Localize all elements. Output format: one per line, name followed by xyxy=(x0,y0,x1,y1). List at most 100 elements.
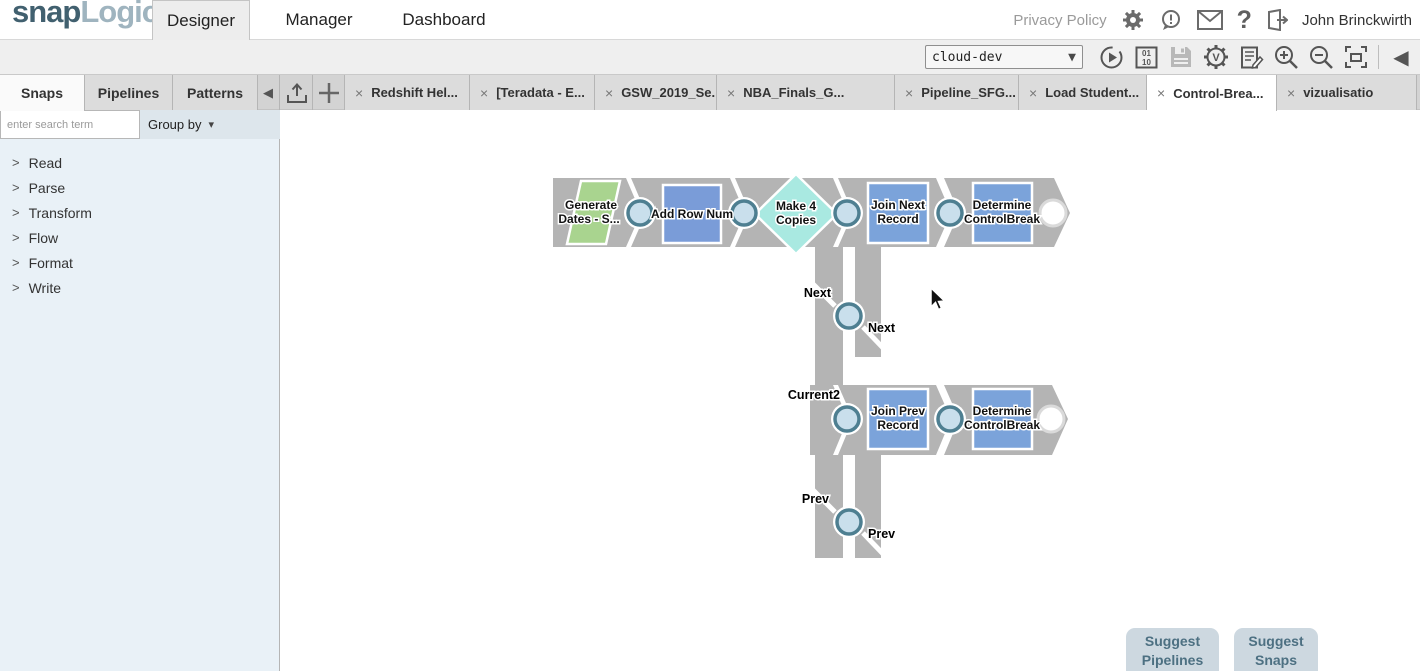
close-icon[interactable]: × xyxy=(1157,85,1166,101)
connector-circle[interactable] xyxy=(626,199,654,227)
search-input[interactable] xyxy=(0,110,140,139)
snap-determine-controlbreak-bottom[interactable] xyxy=(971,387,1034,451)
connector-circle-current2[interactable] xyxy=(833,405,861,433)
sidebar-tab-patterns[interactable]: Patterns xyxy=(173,75,258,110)
sidebar-item-write[interactable]: > Write xyxy=(0,275,280,300)
connector-circle[interactable] xyxy=(833,199,861,227)
sidebar-tab-strip: Snaps Pipelines Patterns ◀ xyxy=(0,75,280,111)
suggest-pipelines-button[interactable]: Suggest Pipelines xyxy=(1126,628,1219,671)
group-by-dropdown[interactable]: Group by ▾ xyxy=(140,110,214,139)
mail-icon[interactable] xyxy=(1196,10,1223,30)
close-icon[interactable]: × xyxy=(1029,84,1038,101)
chevron-right-icon: > xyxy=(12,180,20,195)
snap-add-row-num[interactable] xyxy=(661,183,723,245)
snap-determine-controlbreak-top[interactable] xyxy=(971,181,1034,245)
flow-band-segment xyxy=(810,385,848,455)
snap-label: Copies xyxy=(776,213,816,227)
pipeline-tab[interactable]: × Pipeline_SFG... xyxy=(895,75,1019,110)
suggest-snaps-line2: Snaps xyxy=(1254,652,1297,668)
snap-label: ControlBreak xyxy=(964,212,1040,226)
zoom-in-icon[interactable] xyxy=(1273,44,1299,70)
gear-icon[interactable] xyxy=(1121,8,1145,32)
nav-tab-manager[interactable]: Manager xyxy=(285,10,353,29)
connector-circle[interactable] xyxy=(936,405,964,433)
user-name[interactable]: John Brinckwirth xyxy=(1301,11,1412,29)
pipeline-tab[interactable]: × Redshift Hel... xyxy=(345,75,470,110)
help-icon[interactable]: ? xyxy=(1236,5,1252,34)
category-label: Write xyxy=(28,279,62,296)
sidebar-item-flow[interactable]: >Flow xyxy=(0,225,280,250)
suggest-snaps-button[interactable]: Suggest Snaps xyxy=(1234,628,1318,671)
pipeline-tab-label: [Teradata - E... xyxy=(496,85,585,100)
logo-part1: snap xyxy=(12,0,81,29)
snap-make-4-copies[interactable] xyxy=(753,172,839,256)
validate-icon-letter: V xyxy=(1212,52,1220,64)
nav-tab-designer[interactable]: Designer xyxy=(152,0,250,40)
snaplex-selector[interactable]: cloud-dev ▼ xyxy=(925,45,1083,69)
close-icon[interactable]: × xyxy=(905,84,914,101)
sidebar-item-format[interactable]: >Format xyxy=(0,250,280,275)
pipeline-diagram: Generate Dates - S... Add Row Num Make 4… xyxy=(553,172,1070,559)
sidebar-collapse-icon[interactable]: ◀ xyxy=(263,84,273,100)
save-icon[interactable] xyxy=(1168,44,1194,70)
category-label: Parse xyxy=(28,179,66,196)
nav-tab-dashboard[interactable]: Dashboard xyxy=(402,10,486,29)
collapse-right-icon[interactable]: ◀ xyxy=(1393,46,1409,69)
snap-category-list: >Read > Parse >Transform >Flow >Format > W… xyxy=(0,150,280,300)
pipeline-tab-label: Pipeline_SFG... xyxy=(921,85,1016,100)
chevron-right-icon: > xyxy=(12,255,20,270)
sidebar-tab-pipelines[interactable]: Pipelines xyxy=(85,75,173,110)
chevron-down-icon: ▼ xyxy=(1068,49,1076,65)
open-output-circle[interactable] xyxy=(1038,198,1068,228)
import-pipeline-icon[interactable] xyxy=(281,75,313,110)
sidebar-item-parse[interactable]: > Parse xyxy=(0,175,280,200)
close-icon[interactable]: × xyxy=(355,84,364,101)
close-icon[interactable]: × xyxy=(605,84,614,101)
pipeline-tab[interactable]: × NBA_Finals_G... xyxy=(717,75,895,110)
open-output-circle[interactable] xyxy=(1036,404,1066,434)
logout-icon[interactable] xyxy=(1266,9,1288,31)
snap-generate-dates[interactable] xyxy=(565,179,622,246)
snap-join-prev-record[interactable] xyxy=(866,387,930,451)
connector-circle[interactable] xyxy=(936,199,964,227)
pipeline-tab-active[interactable]: ×Control-Brea... xyxy=(1147,75,1277,111)
connector-circle-prev[interactable] xyxy=(835,508,863,536)
sidebar-tab-snaps[interactable]: Snaps xyxy=(0,75,85,111)
new-pipeline-icon[interactable] xyxy=(313,75,345,110)
tab-strip-row: Snaps Pipelines Patterns ◀ × Redshift Hel… xyxy=(0,75,1420,111)
connector-circle-next[interactable] xyxy=(835,302,863,330)
flow-band-vertical xyxy=(855,455,881,558)
fit-view-icon[interactable] xyxy=(1343,44,1369,70)
notification-icon[interactable] xyxy=(1159,8,1183,32)
zoom-out-icon[interactable] xyxy=(1308,44,1334,70)
validate-icon[interactable]: V xyxy=(1203,44,1229,70)
header-right: Privacy Policy ? John Brinckwirth xyxy=(1013,0,1412,40)
suggest-snaps-line1: Suggest xyxy=(1248,633,1304,649)
pipeline-tab[interactable]: ×GSW_2019_Se... xyxy=(595,75,717,110)
close-icon[interactable]: × xyxy=(1287,84,1296,101)
snap-join-next-record[interactable] xyxy=(866,181,930,245)
close-icon[interactable]: × xyxy=(727,84,736,101)
pipeline-tab[interactable]: ×vizualisatio xyxy=(1277,75,1417,110)
pipeline-tab-label: Redshift Hel... xyxy=(371,85,458,100)
pipeline-tab-label: NBA_Finals_G... xyxy=(743,85,845,100)
chevron-right-icon: > xyxy=(12,230,20,245)
pipeline-tab[interactable]: ×Load Student... xyxy=(1019,75,1147,110)
pipeline-canvas[interactable]: Generate Dates - S... Add Row Num Make 4… xyxy=(281,110,1420,671)
privacy-policy-link[interactable]: Privacy Policy xyxy=(1013,11,1107,29)
pipeline-tab-strip: × Redshift Hel... × [Teradata - E... ×GSW_… xyxy=(281,75,1417,111)
snap-label: ControlBreak xyxy=(964,418,1040,432)
sidebar-item-transform[interactable]: >Transform xyxy=(0,200,280,225)
connector-circle[interactable] xyxy=(730,199,758,227)
connector-circles xyxy=(624,197,1068,538)
sidebar-item-read[interactable]: >Read xyxy=(0,150,280,175)
execute-icon[interactable] xyxy=(1098,44,1124,70)
chevron-right-icon: > xyxy=(12,280,20,295)
close-icon[interactable]: × xyxy=(480,84,489,101)
edit-pipeline-icon[interactable] xyxy=(1238,44,1264,70)
pipeline-tab[interactable]: × [Teradata - E... xyxy=(470,75,595,110)
